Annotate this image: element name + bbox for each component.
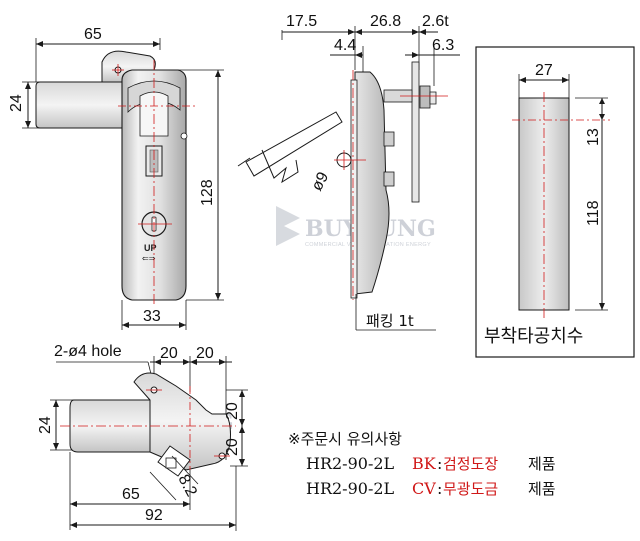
note2-suffix: 제품 [528, 480, 556, 498]
notes-heading: ※주문시 유의사항 [288, 430, 402, 448]
top-dim-92: 92 [145, 507, 163, 524]
note1-code: BK [412, 454, 437, 473]
order-notes: ※주문시 유의사항 HR2-90-2L BK : 검정도장 제품 HR2-90-… [288, 430, 556, 498]
top-dim-20-d: 20 [224, 438, 241, 456]
top-dim-20-c: 20 [224, 402, 241, 420]
dim-width-65: 65 [84, 26, 102, 43]
hole-label: 2-ø4 hole [54, 343, 122, 360]
top-dim-20-b: 20 [196, 345, 214, 362]
note1-finish: 검정도장 [443, 455, 498, 473]
note2-colon: : [437, 479, 442, 498]
cutout-dim-13: 13 [585, 128, 602, 146]
top-dim-65: 65 [122, 486, 140, 503]
dim-height-128: 128 [199, 179, 216, 206]
dim-height-24: 24 [8, 94, 25, 112]
side-view: 17.5 26.8 2.6t 4.4 6.3 [237, 13, 460, 331]
dim-phi9: ø9 [309, 169, 333, 194]
cutout-diagram: 27 13 118 부착타공치수 [475, 46, 635, 358]
up-mark: UP [144, 243, 157, 253]
up-arrow-icon: ⇐⇒ [142, 254, 156, 263]
cutout-dim-27: 27 [535, 62, 553, 79]
packing-label: 패킹 1t [366, 312, 414, 330]
note1-model: HR2-90-2L [306, 454, 395, 473]
dim-17-5: 17.5 [286, 13, 317, 30]
note1-suffix: 제품 [528, 455, 556, 473]
top-dim-24: 24 [37, 416, 54, 434]
front-view: 65 24 UP ⇐⇒ [8, 26, 224, 330]
cutout-dim-118: 118 [585, 200, 602, 226]
note2-finish: 무광도금 [443, 480, 498, 498]
note1-colon: : [437, 454, 442, 473]
dim-2-6t: 2.6t [422, 13, 449, 30]
top-view: 2-ø4 hole 20 20 24 8.2 [37, 343, 248, 531]
dim-4-4: 4.4 [334, 37, 356, 54]
note2-code: CV [412, 479, 436, 498]
dim-width-33: 33 [143, 308, 161, 325]
note2-model: HR2-90-2L [306, 479, 395, 498]
dim-26-8: 26.8 [370, 13, 401, 30]
dim-6-3: 6.3 [432, 37, 454, 54]
cutout-title: 부착타공치수 [484, 326, 583, 347]
top-dim-20-a: 20 [160, 345, 178, 362]
